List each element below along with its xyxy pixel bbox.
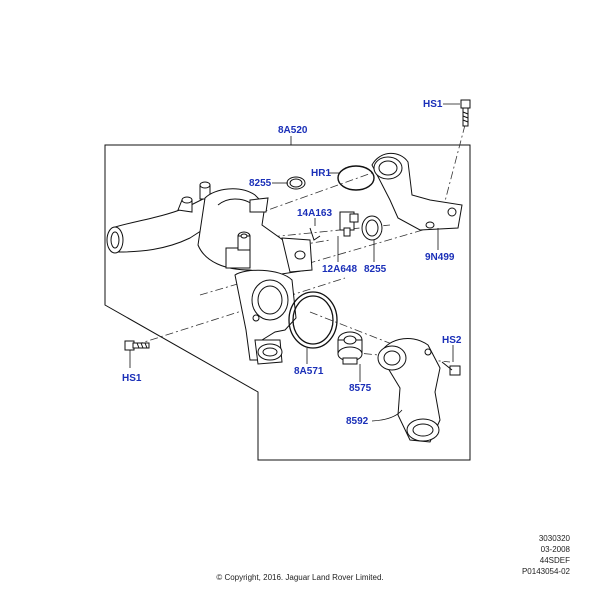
callout-hs1-top: HS1 <box>423 99 443 110</box>
plate-id: P0143054-02 <box>521 567 570 576</box>
callout-hs1-bottom: HS1 <box>122 373 142 384</box>
callout-12a648: 12A648 <box>322 264 357 275</box>
bolt-hs1-bottom <box>124 340 150 351</box>
callout-9n499: 9N499 <box>425 252 455 263</box>
seal-8255-left <box>286 176 306 190</box>
callout-8a520: 8A520 <box>278 125 308 136</box>
callout-8255-left: 8255 <box>249 178 272 189</box>
housing-8a520 <box>106 181 313 365</box>
model-code: 44SDEF <box>539 556 570 565</box>
leader-lines <box>129 103 460 422</box>
seal-8255-right <box>361 215 383 241</box>
bolt-hs1-top <box>460 99 471 127</box>
callout-8255-right: 8255 <box>364 264 387 275</box>
reference-number: 3030320 <box>538 534 570 543</box>
outlet-pipe-9n499 <box>371 152 463 231</box>
callout-hr1: HR1 <box>311 168 331 179</box>
gasket-8a571 <box>288 291 338 349</box>
callout-8575: 8575 <box>349 383 372 394</box>
copyright-notice: © Copyright, 2016. Jaguar Land Rover Lim… <box>216 573 384 582</box>
callout-14a163: 14A163 <box>297 208 332 219</box>
callout-8a571: 8A571 <box>294 366 324 377</box>
callout-8592: 8592 <box>346 416 369 427</box>
assembly-boundary-frame <box>104 144 471 461</box>
bolt-hs2 <box>441 361 461 376</box>
thermostat-8575 <box>337 331 363 365</box>
callout-hs2: HS2 <box>442 335 462 346</box>
revision-date: 03-2008 <box>540 545 570 554</box>
temperature-sensor-14a163 <box>309 211 359 241</box>
thermostat-housing-8592 <box>377 337 441 443</box>
o-ring-hr1 <box>337 165 375 191</box>
footer-meta: 3030320 03-2008 44SDEF P0143054-02 <box>522 533 570 577</box>
